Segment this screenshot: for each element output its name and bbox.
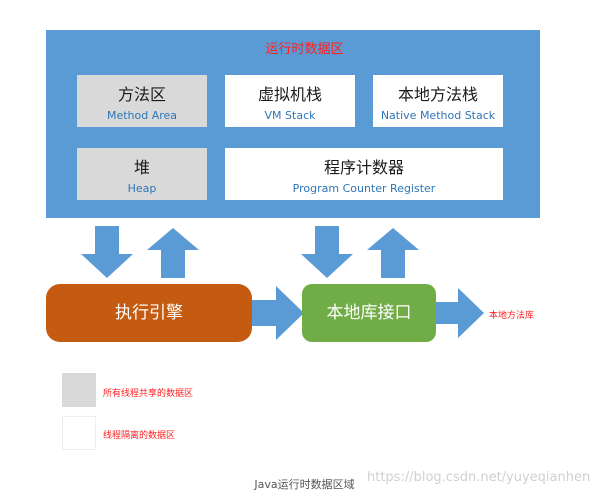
legend-private-swatch	[62, 416, 96, 450]
pc-register-box: 程序计数器 Program Counter Register	[225, 148, 503, 200]
heap-en: Heap	[127, 182, 157, 195]
vm-stack-zh: 虚拟机栈	[257, 85, 322, 104]
figure-caption: Java运行时数据区域	[254, 478, 355, 491]
watermark: https://blog.csdn.net/yuyeqianhen	[367, 470, 591, 485]
arrow-right-native-to-library	[436, 288, 484, 338]
method-area-box: 方法区 Method Area	[77, 75, 207, 127]
native-method-stack-box: 本地方法栈 Native Method Stack	[373, 75, 503, 127]
arrow-up-native	[367, 228, 419, 278]
native-method-stack-en: Native Method Stack	[380, 109, 496, 122]
heap-box: 堆 Heap	[77, 148, 207, 200]
legend-shared-label: 所有线程共享的数据区	[103, 389, 194, 399]
arrow-down-engine	[81, 226, 133, 278]
legend-shared-swatch	[62, 373, 96, 407]
vm-stack-box: 虚拟机栈 VM Stack	[225, 75, 355, 127]
native-method-stack-zh: 本地方法栈	[397, 85, 478, 104]
heap-zh: 堆	[133, 158, 150, 177]
runtime-area-title: 运行时数据区	[265, 42, 344, 57]
pc-register-en: Program Counter Register	[292, 182, 436, 195]
native-library-label: 本地方法库	[489, 311, 535, 321]
execution-engine: 执行引擎	[46, 284, 252, 342]
arrow-down-native	[301, 226, 353, 278]
legend-private-label: 线程隔离的数据区	[103, 431, 176, 441]
method-area-en: Method Area	[106, 109, 178, 122]
arrow-up-engine	[147, 228, 199, 278]
native-interface: 本地库接口	[302, 284, 436, 342]
method-area-zh: 方法区	[117, 85, 166, 104]
pc-register-zh: 程序计数器	[323, 158, 404, 177]
arrow-right-engine-to-native	[252, 286, 304, 340]
vm-stack-en: VM Stack	[264, 109, 316, 122]
